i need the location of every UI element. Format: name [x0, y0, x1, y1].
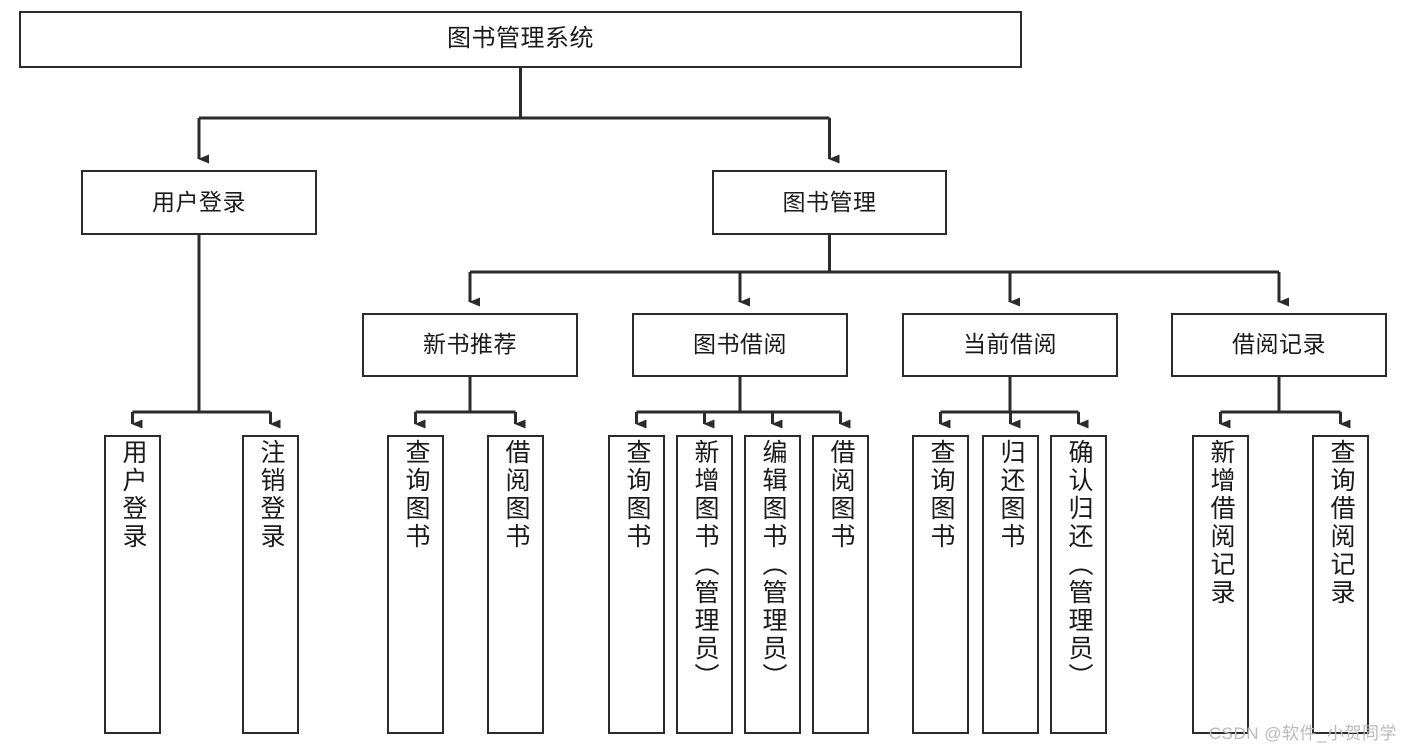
node-user-login[interactable]: 用户登录: [81, 170, 317, 235]
node-new-book-recommend[interactable]: 新书推荐: [362, 313, 578, 377]
node-leaf-borrow-book-1[interactable]: 借阅图书: [487, 435, 544, 734]
node-leaf-confirm-return[interactable]: 确认归还（管理员）: [1050, 435, 1107, 734]
node-borrow-record-label: 借阅记录: [1232, 331, 1326, 358]
node-leaf-edit-book-label: 编辑图书（管理员）: [759, 439, 787, 691]
node-leaf-add-book-label: 新增图书（管理员）: [691, 439, 719, 691]
node-leaf-query-book-1[interactable]: 查询图书: [387, 435, 444, 734]
node-leaf-query-book-3-label: 查询图书: [927, 439, 955, 551]
node-new-book-recommend-label: 新书推荐: [423, 331, 517, 358]
node-leaf-query-record[interactable]: 查询借阅记录: [1312, 435, 1369, 734]
node-leaf-borrow-book-1-label: 借阅图书: [502, 439, 530, 551]
node-leaf-return-book-label: 归还图书: [997, 439, 1025, 551]
node-leaf-confirm-return-label: 确认归还（管理员）: [1065, 439, 1093, 691]
node-current-borrow-label: 当前借阅: [963, 331, 1057, 358]
node-book-borrow-label: 图书借阅: [693, 331, 787, 358]
node-leaf-return-book[interactable]: 归还图书: [982, 435, 1039, 734]
node-user-login-label: 用户登录: [152, 188, 246, 215]
node-book-manage-label: 图书管理: [782, 188, 877, 215]
node-book-manage[interactable]: 图书管理: [712, 170, 947, 235]
node-leaf-query-book-1-label: 查询图书: [402, 439, 430, 551]
node-root-label: 图书管理系统: [447, 25, 594, 53]
node-leaf-query-book-3[interactable]: 查询图书: [912, 435, 969, 734]
node-leaf-user-login-label: 用户登录: [119, 439, 147, 551]
node-leaf-add-record[interactable]: 新增借阅记录: [1192, 435, 1249, 734]
node-borrow-record[interactable]: 借阅记录: [1171, 313, 1387, 377]
node-leaf-add-record-label: 新增借阅记录: [1207, 439, 1235, 607]
node-leaf-borrow-book-2[interactable]: 借阅图书: [812, 435, 869, 734]
node-current-borrow[interactable]: 当前借阅: [902, 313, 1118, 377]
node-leaf-logout-login[interactable]: 注销登录: [242, 435, 299, 734]
node-leaf-user-login[interactable]: 用户登录: [104, 435, 161, 734]
node-root[interactable]: 图书管理系统: [19, 11, 1022, 68]
node-leaf-logout-login-label: 注销登录: [257, 439, 285, 551]
node-leaf-borrow-book-2-label: 借阅图书: [827, 439, 855, 551]
node-leaf-edit-book[interactable]: 编辑图书（管理员）: [744, 435, 801, 734]
node-leaf-query-record-label: 查询借阅记录: [1327, 439, 1355, 607]
node-leaf-query-book-2[interactable]: 查询图书: [608, 435, 665, 734]
node-book-borrow[interactable]: 图书借阅: [632, 313, 848, 377]
node-leaf-query-book-2-label: 查询图书: [623, 439, 651, 551]
node-leaf-add-book[interactable]: 新增图书（管理员）: [676, 435, 733, 734]
